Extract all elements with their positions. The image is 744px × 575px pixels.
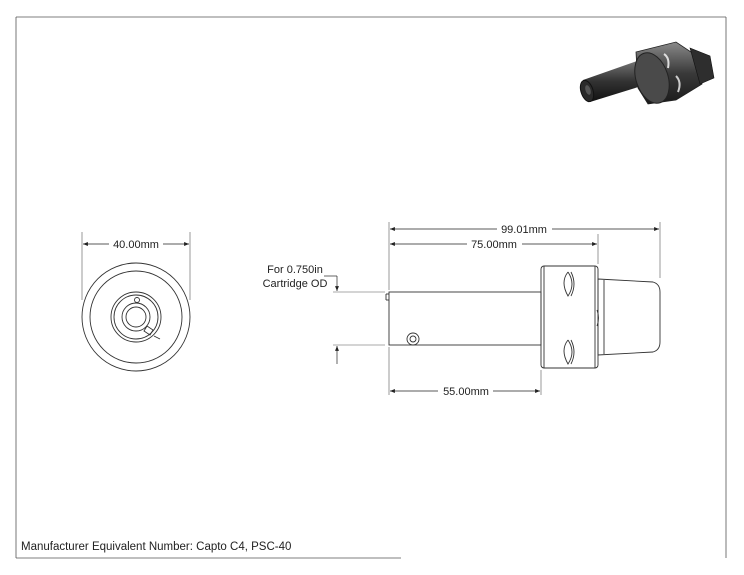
manufacturer-equivalent-note: Manufacturer Equivalent Number: Capto C4… bbox=[21, 541, 291, 553]
bore-note-line2: Cartridge OD bbox=[263, 278, 328, 290]
bore-note-line1: For 0.750in bbox=[267, 264, 323, 276]
front-view bbox=[81, 232, 191, 372]
overall-length-label: 99.01mm bbox=[501, 224, 547, 236]
side-extension-lines bbox=[333, 222, 661, 395]
front-diameter-label: 40.00mm bbox=[113, 239, 159, 251]
bore-diameter-dimension bbox=[324, 275, 339, 364]
flange-length-label: 75.00mm bbox=[471, 239, 517, 251]
shank-length-label: 55.00mm bbox=[443, 386, 489, 398]
isometric-preview bbox=[579, 41, 715, 105]
drawing-border bbox=[15, 16, 727, 559]
side-view bbox=[385, 265, 661, 369]
